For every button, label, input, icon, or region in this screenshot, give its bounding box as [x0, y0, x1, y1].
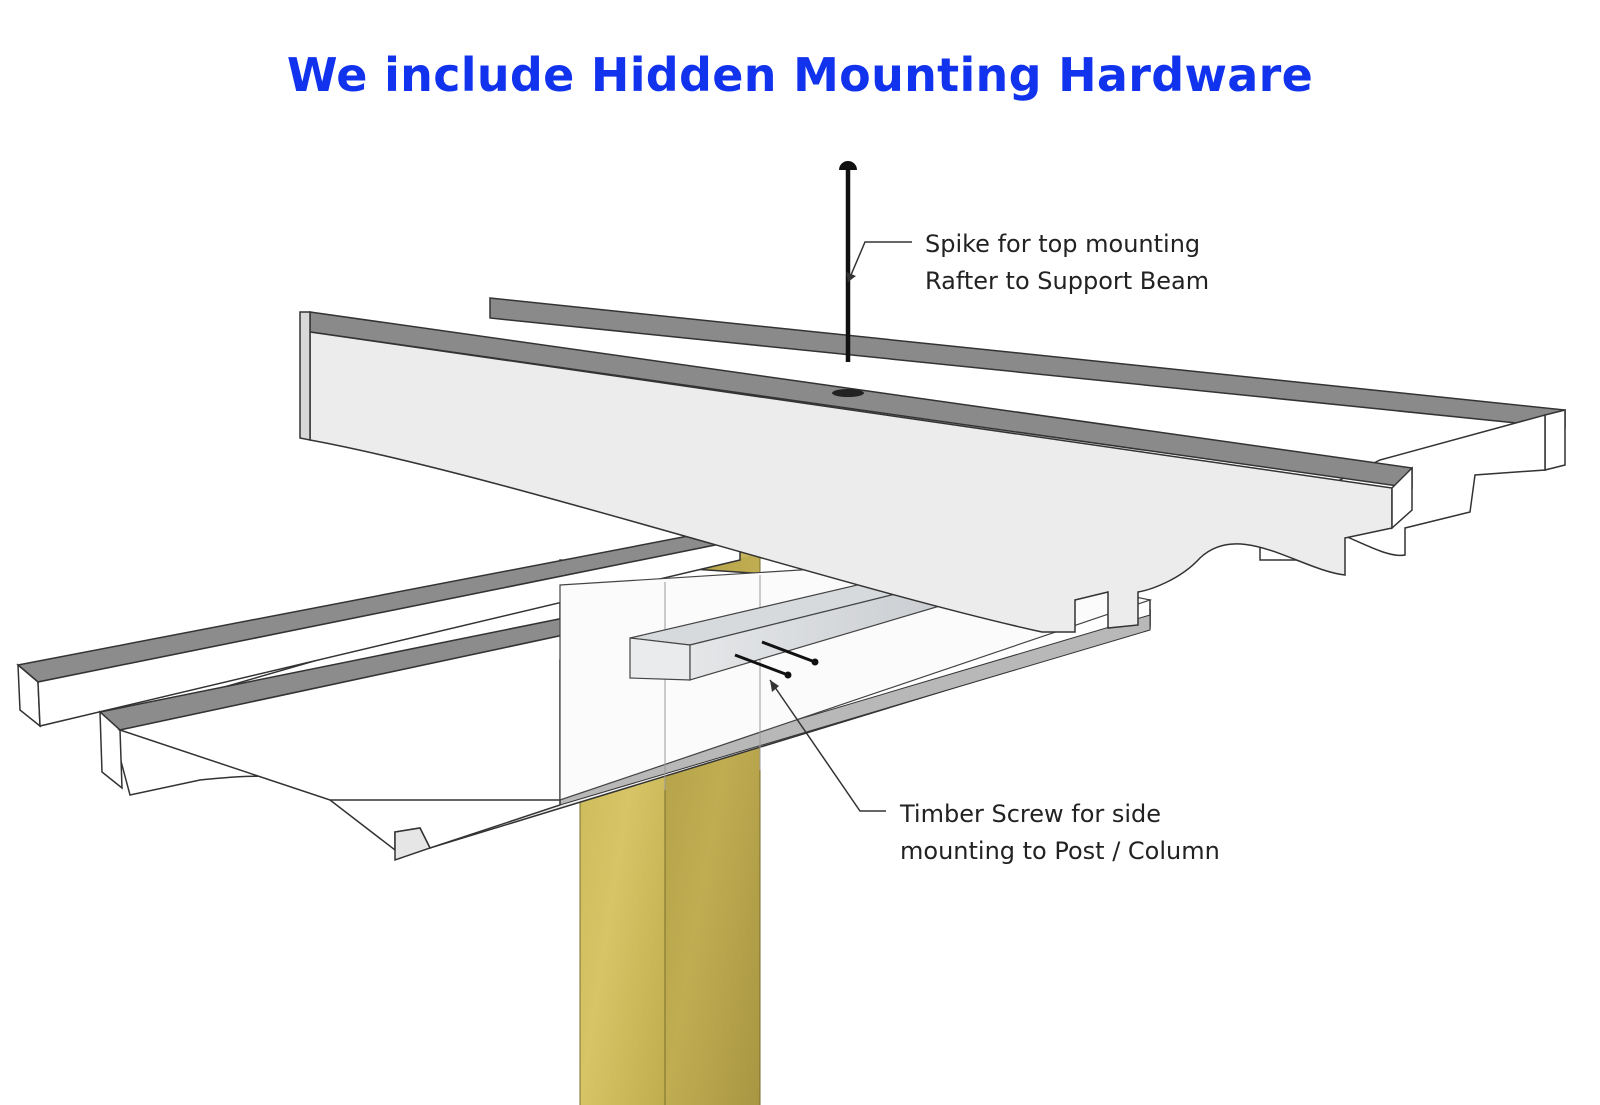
spike-leader-line	[846, 241, 912, 283]
spike-icon	[839, 161, 857, 362]
screw-callout-line2: mounting to Post / Column	[900, 837, 1220, 865]
screw-callout-line1: Timber Screw for side	[900, 800, 1162, 828]
page-title: We include Hidden Mounting Hardware	[286, 48, 1314, 102]
spike-callout: Spike for top mounting Rafter to Support…	[925, 226, 1209, 300]
spike-callout-line1: Spike for top mounting	[925, 230, 1201, 258]
timber-screw-icon	[734, 640, 819, 679]
screw-leader-line	[769, 679, 886, 812]
upper-rafter-front	[299, 311, 1413, 633]
screw-callout: Timber Screw for side mounting to Post /…	[900, 796, 1220, 870]
spike-callout-line2: Rafter to Support Beam	[925, 267, 1210, 295]
